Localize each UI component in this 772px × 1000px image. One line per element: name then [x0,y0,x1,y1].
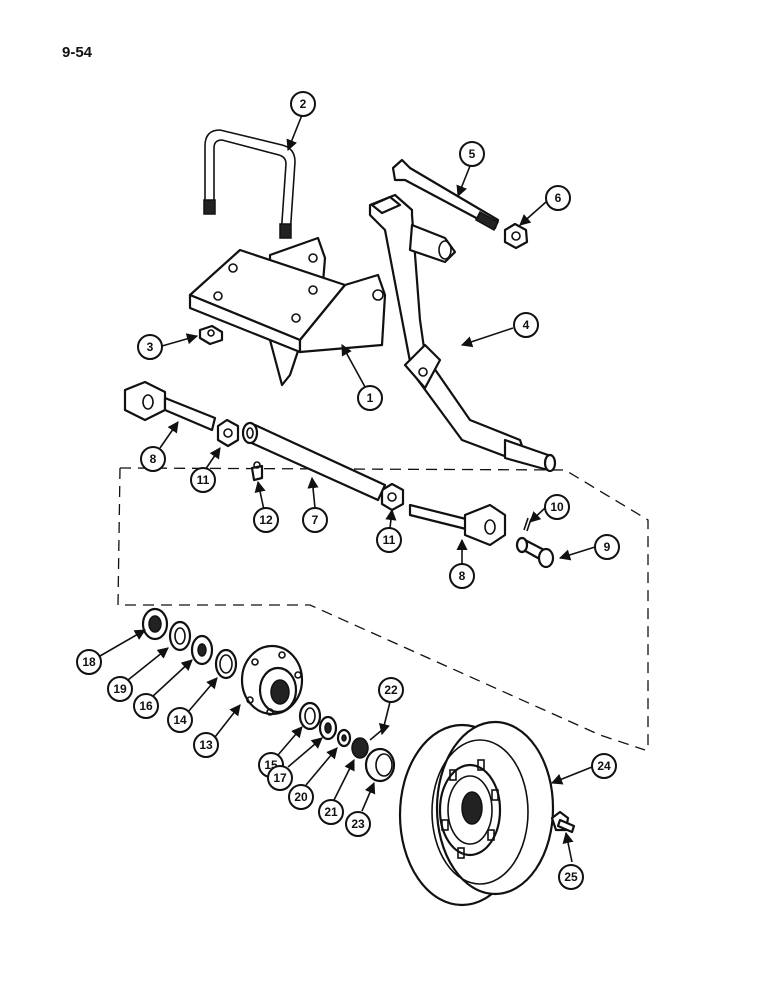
svg-text:2: 2 [300,97,307,111]
callout-9: 9 [594,534,620,560]
svg-text:24: 24 [597,759,611,773]
page-number: 9-54 [62,44,93,61]
svg-text:25: 25 [564,870,578,884]
svg-text:8: 8 [150,452,157,466]
svg-text:21: 21 [324,805,338,819]
adjuster-bolt-lower [408,503,507,547]
svg-text:17: 17 [273,771,287,785]
dust-cap [364,747,396,783]
callout-11-left: 11 [190,467,216,493]
callout-8-lower: 8 [449,563,475,589]
nut-11-right [380,482,405,512]
callout-4: 4 [513,312,539,338]
svg-text:22: 22 [384,683,398,697]
callout-13: 13 [193,732,219,758]
lug-bolt [550,810,576,834]
callout-10: 10 [544,494,570,520]
hex-nut-3 [198,324,224,346]
callout-23: 23 [345,811,371,837]
cotter-pin-22 [369,729,383,741]
svg-text:20: 20 [294,790,308,804]
nut-11-left [216,418,240,448]
wheel-hub [240,644,304,716]
u-bolt [203,129,296,239]
bearing-cup-19 [168,620,192,652]
callout-6: 6 [545,185,571,211]
callout-7: 7 [302,507,328,533]
callout-24: 24 [591,753,617,779]
castle-nut-21 [351,737,369,759]
callout-16: 16 [133,693,159,719]
race-15 [298,701,322,731]
cotter-pin [523,517,532,532]
wheel-rim [398,720,555,907]
long-bolt [391,158,500,232]
mounting-bracket [188,236,387,387]
svg-text:11: 11 [383,533,396,547]
callout-19: 19 [107,676,133,702]
callout-5: 5 [459,141,485,167]
callout-17: 17 [267,765,293,791]
svg-text:13: 13 [199,738,213,752]
svg-text:8: 8 [459,569,466,583]
callout-14: 14 [167,707,193,733]
svg-text:11: 11 [197,473,210,487]
svg-text:9: 9 [604,540,611,554]
bearing-cone-17 [318,715,338,741]
svg-text:6: 6 [555,191,562,205]
clevis-pin [515,536,555,569]
leader-lines [99,114,596,863]
svg-text:14: 14 [173,713,187,727]
callout-21: 21 [318,799,344,825]
callout-3: 3 [137,334,163,360]
hex-nut-6 [503,222,529,250]
svg-text:1: 1 [367,391,374,405]
svg-text:18: 18 [82,655,96,669]
svg-text:7: 7 [312,513,319,527]
svg-text:3: 3 [147,340,154,354]
callout-18: 18 [76,649,102,675]
washer-20 [336,728,352,748]
svg-text:19: 19 [113,682,127,696]
wheel-arm [368,193,557,473]
svg-text:10: 10 [550,500,564,514]
callout-1: 1 [357,385,383,411]
bearing-18 [141,607,169,641]
adjuster-bolt-upper [123,380,217,432]
svg-text:12: 12 [259,513,273,527]
bearing-cone-16 [190,634,214,666]
callout-12: 12 [253,507,279,533]
race-14 [214,648,238,680]
svg-text:4: 4 [523,318,530,332]
callout-8-upper: 8 [140,446,166,472]
callout-11-right: 11 [376,527,402,553]
svg-text:16: 16 [139,699,153,713]
callout-25: 25 [558,864,584,890]
callout-20: 20 [288,784,314,810]
adjuster-tube [241,421,387,502]
svg-text:5: 5 [469,147,476,161]
grease-fitting [250,461,264,482]
callout-2: 2 [290,91,316,117]
callout-22: 22 [378,677,404,703]
svg-text:23: 23 [351,817,365,831]
